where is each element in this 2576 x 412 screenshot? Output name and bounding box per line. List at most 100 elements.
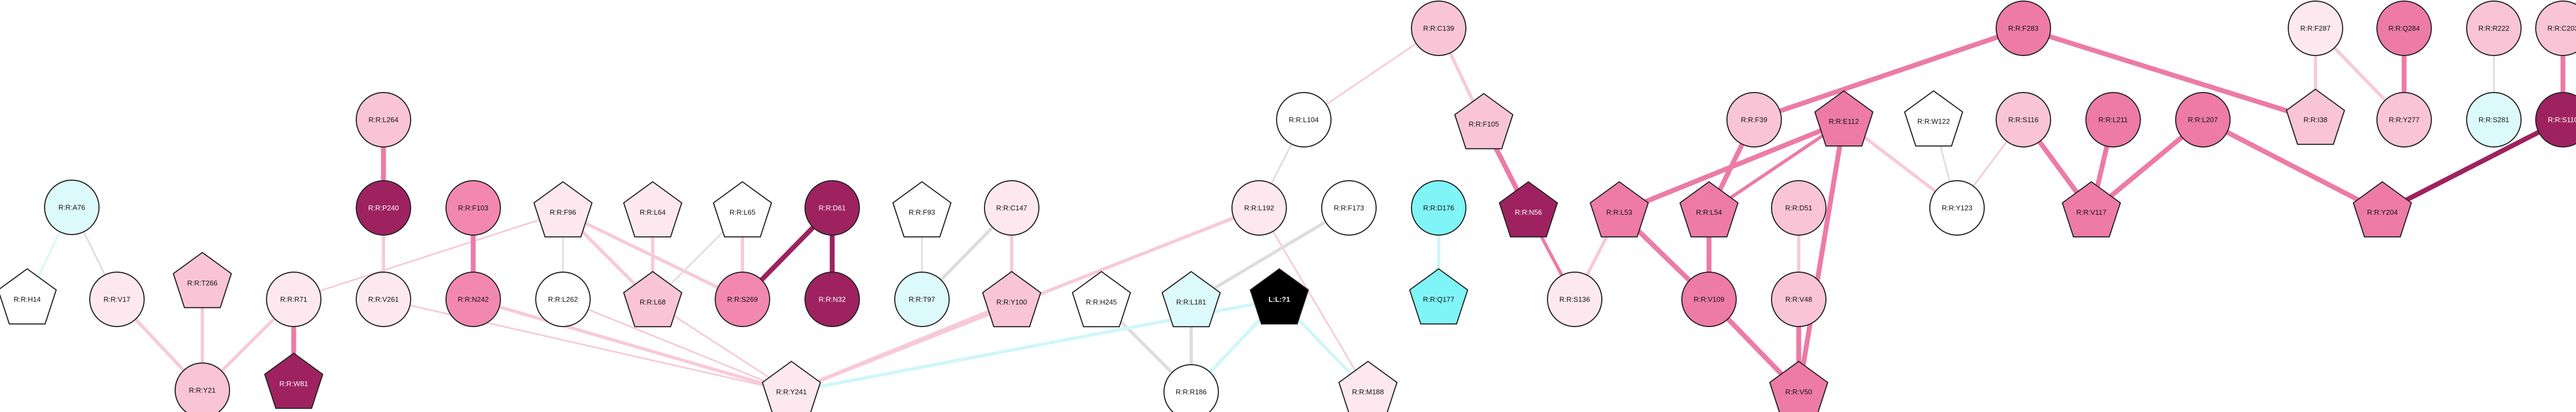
node-r-r-n56[interactable]: R:R:N56 [1498, 181, 1558, 238]
node-label: R:R:V261 [368, 296, 399, 304]
node-r-r-l68[interactable]: R:R:L68 [623, 270, 683, 328]
node-r-r-r71[interactable]: R:R:R71 [266, 272, 321, 327]
node-r-r-w81[interactable]: R:R:W81 [264, 352, 324, 409]
node-label: R:R:C147 [996, 204, 1027, 212]
node-label: R:R:W122 [1917, 118, 1950, 126]
node-r-r-r186[interactable]: R:R:R186 [1163, 364, 1219, 412]
node-r-r-l104[interactable]: R:R:L104 [1276, 92, 1332, 147]
node-r-r-n242[interactable]: R:R:N242 [445, 272, 501, 327]
node-r-r-v117[interactable]: R:R:V117 [2061, 181, 2121, 238]
node-r-r-l53[interactable]: R:R:L53 [1589, 181, 1649, 238]
pentagon-node-shape [1338, 360, 1398, 412]
node-r-r-l211[interactable]: R:R:L211 [2085, 92, 2141, 147]
node-label: R:R:T97 [909, 296, 935, 304]
node-r-r-l192[interactable]: R:R:L192 [1231, 180, 1287, 236]
node-r-r-s110[interactable]: R:R:S110 [2535, 92, 2576, 147]
node-l-l-1[interactable]: L:L:?1 [1249, 268, 1309, 325]
pentagon-node-shape [2061, 181, 2121, 238]
circle-node-shape [266, 272, 321, 327]
node-r-r-e112[interactable]: R:R:E112 [1814, 90, 1874, 147]
node-r-r-q284[interactable]: R:R:Q284 [2376, 1, 2432, 56]
node-r-r-m188[interactable]: R:R:M188 [1338, 360, 1398, 412]
node-r-r-y100[interactable]: R:R:Y100 [982, 270, 1042, 328]
edge-r71-f96 [293, 211, 564, 300]
node-r-r-t97[interactable]: R:R:T97 [894, 272, 950, 327]
node-r-r-l64[interactable]: R:R:L64 [623, 181, 683, 238]
node-r-r-d51[interactable]: R:R:D51 [1771, 180, 1826, 236]
node-r-r-f103[interactable]: R:R:F103 [445, 180, 501, 236]
node-r-r-h14[interactable]: R:R:H14 [0, 268, 57, 325]
node-r-r-h245[interactable]: R:R:H245 [1072, 270, 1131, 328]
node-r-r-c147[interactable]: R:R:C147 [984, 180, 1039, 236]
node-label: R:R:A76 [58, 204, 85, 212]
circle-node-shape [1771, 180, 1826, 236]
pentagon-node-shape [1161, 270, 1221, 328]
node-r-r-f173[interactable]: R:R:F173 [1321, 180, 1377, 236]
node-r-r-y21[interactable]: R:R:Y21 [175, 362, 230, 412]
node-r-r-s269[interactable]: R:R:S269 [715, 272, 770, 327]
node-r-r-t266[interactable]: R:R:T266 [172, 251, 232, 309]
pentagon-node-shape [623, 181, 683, 238]
circle-node-shape [1681, 272, 1737, 327]
node-r-r-s281[interactable]: R:R:S281 [2466, 92, 2522, 147]
node-r-r-v17[interactable]: R:R:V17 [89, 272, 145, 327]
node-r-r-v50[interactable]: R:R:V50 [1769, 360, 1829, 412]
node-r-r-y204[interactable]: R:R:Y204 [2352, 181, 2412, 238]
node-r-r-c139[interactable]: R:R:C139 [1411, 1, 1466, 56]
node-r-r-c203[interactable]: R:R:C203 [2535, 1, 2576, 56]
node-label: R:R:C203 [2547, 24, 2576, 33]
node-label: R:R:D61 [819, 204, 846, 212]
node-r-r-v48[interactable]: R:R:V48 [1771, 272, 1826, 327]
edge-s110-y204 [2380, 117, 2566, 215]
pentagon-node-shape [1679, 181, 1739, 238]
pentagon-node-shape [2352, 181, 2412, 238]
circle-node-shape [2466, 1, 2522, 56]
node-r-r-a76[interactable]: R:R:A76 [44, 180, 100, 235]
node-label: R:R:N32 [819, 296, 846, 304]
node-r-r-l207[interactable]: R:R:L207 [2175, 92, 2231, 147]
node-r-r-y123[interactable]: R:R:Y123 [1929, 180, 1985, 236]
node-r-r-p240[interactable]: R:R:P240 [356, 180, 411, 236]
node-r-r-l54[interactable]: R:R:L54 [1679, 181, 1739, 238]
node-r-r-l181[interactable]: R:R:L181 [1161, 270, 1221, 328]
pentagon-node-shape [172, 251, 232, 309]
node-r-r-s136[interactable]: R:R:S136 [1547, 272, 1602, 327]
circle-node-shape [2466, 92, 2522, 147]
node-r-r-y277[interactable]: R:R:Y277 [2376, 92, 2432, 147]
node-r-r-w122[interactable]: R:R:W122 [1904, 90, 1964, 147]
node-r-r-s116[interactable]: R:R:S116 [1996, 92, 2051, 147]
circle-node-shape [2288, 1, 2343, 56]
node-r-r-f96[interactable]: R:R:F96 [533, 181, 593, 238]
node-label: R:R:L181 [1176, 298, 1206, 306]
node-label: R:R:S136 [1559, 296, 1590, 304]
node-r-r-l264[interactable]: R:R:L264 [356, 92, 411, 147]
circle-node-shape [715, 272, 770, 327]
node-r-r-q177[interactable]: R:R:Q177 [1409, 268, 1469, 325]
node-label: R:R:H245 [1086, 298, 1117, 306]
pentagon-node-shape [623, 270, 683, 328]
pentagon-node-shape [264, 352, 324, 409]
node-r-r-l65[interactable]: R:R:L65 [713, 181, 772, 238]
node-r-r-y241[interactable]: R:R:Y241 [761, 360, 821, 412]
node-r-r-r222[interactable]: R:R:R222 [2466, 1, 2522, 56]
node-r-r-n32[interactable]: R:R:N32 [804, 272, 860, 327]
node-r-r-d176[interactable]: R:R:D176 [1411, 180, 1466, 236]
node-r-r-i38[interactable]: R:R:I38 [2286, 88, 2345, 145]
edge-l192-m188 [1258, 207, 1369, 393]
circle-node-shape [1929, 180, 1985, 236]
node-r-r-l262[interactable]: R:R:L262 [535, 272, 591, 327]
node-label: R:R:H14 [14, 296, 41, 304]
node-r-r-f93[interactable]: R:R:F93 [892, 181, 952, 238]
node-label: R:R:C139 [1423, 24, 1454, 33]
node-r-r-f105[interactable]: R:R:F105 [1454, 93, 1514, 150]
node-r-r-f283[interactable]: R:R:F283 [1996, 1, 2051, 56]
circle-node-shape [89, 272, 145, 327]
node-r-r-v261[interactable]: R:R:V261 [356, 272, 411, 327]
node-r-r-d61[interactable]: R:R:D61 [804, 180, 860, 236]
node-r-r-v109[interactable]: R:R:V109 [1681, 272, 1737, 327]
node-label: R:R:Q177 [1423, 296, 1454, 304]
pentagon-node-shape [1409, 268, 1469, 325]
node-label: R:R:S116 [2008, 116, 2038, 124]
node-r-r-f287[interactable]: R:R:F287 [2288, 1, 2343, 56]
node-r-r-f39[interactable]: R:R:F39 [1726, 92, 1782, 147]
